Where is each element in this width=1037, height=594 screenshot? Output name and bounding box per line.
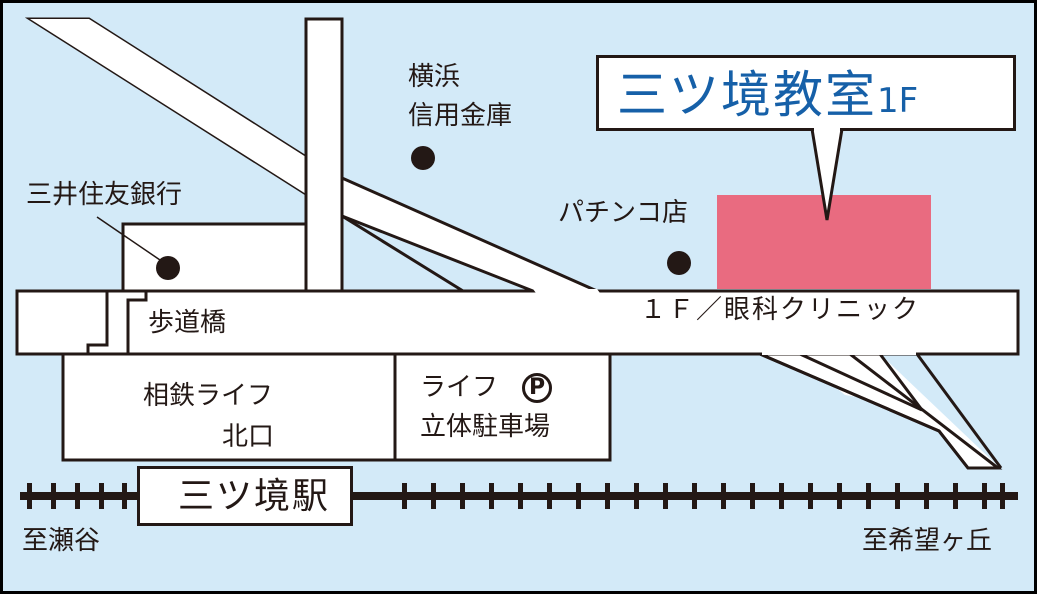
classroom-callout: 三ツ境教室1F	[596, 55, 1016, 131]
station-name: 三ツ境駅	[178, 476, 331, 517]
smbc-marker	[156, 256, 180, 280]
label-clinic: １Ｆ／眼科クリニック	[640, 295, 921, 325]
fork-road-edge-2	[799, 352, 923, 412]
direction-west: 至瀬谷	[22, 526, 101, 556]
station-box: 三ツ境駅	[137, 466, 353, 526]
diagonal-road-continuation	[533, 289, 600, 293]
callout-joint	[814, 126, 840, 132]
label-smbc: 三井住友銀行	[26, 180, 183, 210]
fork-road-edge-4	[915, 353, 1003, 469]
fork-road-edge-3	[878, 353, 924, 411]
life-parking-building	[393, 352, 612, 462]
smbc-block	[121, 222, 308, 293]
label-pachinko: パチンコ店	[558, 198, 689, 228]
parking-icon: P	[522, 373, 553, 403]
fork-road-edge-1	[759, 352, 970, 469]
label-yokohama-shinkin-1: 横浜	[408, 62, 461, 92]
pachinko-marker	[667, 251, 691, 275]
label-sotetsu-life-1: 相鉄ライフ	[143, 381, 274, 411]
label-yokohama-shinkin-2: 信用金庫	[408, 101, 513, 131]
label-sotetsu-life-2: 北口	[222, 422, 275, 452]
label-life-parking-2: 立体駐車場	[420, 412, 551, 442]
footbridge-fill	[108, 293, 127, 352]
vertical-road	[304, 17, 344, 293]
diagonal-road-northwest-lower	[30, 19, 306, 194]
label-footbridge: 歩道橋	[148, 308, 227, 338]
sotetsu-life-building	[61, 352, 397, 462]
railway-ties	[27, 483, 1005, 509]
direction-east: 至希望ヶ丘	[862, 526, 993, 556]
classroom-title: 三ツ境教室1F	[617, 66, 919, 124]
yokohama-shinkin-marker	[411, 146, 435, 170]
smbc-leader-line	[96, 216, 161, 261]
